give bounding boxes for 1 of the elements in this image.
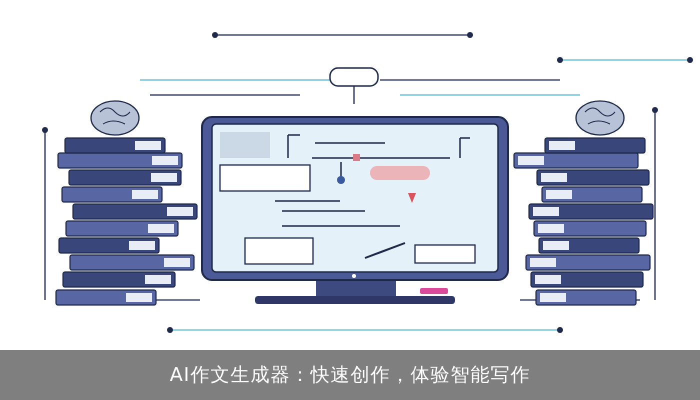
caption: AI作文生成器：快速创作，体验智能写作	[168, 363, 532, 388]
